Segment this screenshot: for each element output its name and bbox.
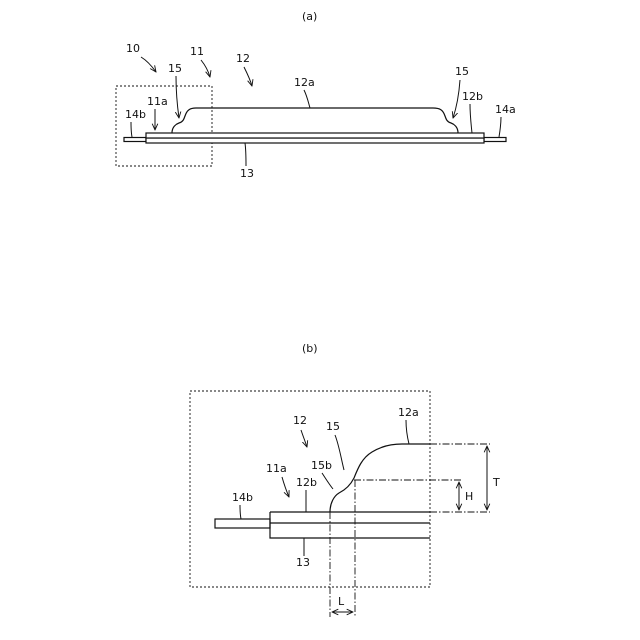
seal-film-a [146, 133, 484, 138]
leader-12a-b [406, 420, 409, 444]
label-15b: 15b [311, 459, 332, 472]
label-T: T [492, 476, 500, 489]
label-12a: 12a [294, 76, 315, 89]
arrow-15-left [176, 76, 179, 118]
leader-13 [245, 143, 246, 166]
label-12a-b: 12a [398, 406, 419, 419]
leader-12b [470, 104, 472, 133]
label-14b: 14b [125, 108, 146, 121]
bottom-film-a [146, 138, 484, 143]
label-15-right: 15 [455, 65, 469, 78]
label-13-b: 13 [296, 556, 310, 569]
label-11: 11 [190, 45, 204, 58]
label-12: 12 [236, 52, 250, 65]
label-15-b: 15 [326, 420, 340, 433]
label-14b-b: 14b [232, 491, 253, 504]
label-12b-b: 12b [296, 476, 317, 489]
tab-b [215, 519, 270, 528]
leader-14b [131, 122, 132, 137]
label-H: H [465, 490, 473, 503]
label-11a: 11a [147, 95, 168, 108]
arrow-10 [141, 57, 156, 72]
tab-left-a [124, 138, 146, 142]
figure-a: (a) 10 11 12 12a 15 15 11a 14b 12b 14a [116, 10, 516, 180]
label-15-left: 15 [168, 62, 182, 75]
caption-a: (a) [302, 10, 317, 23]
label-10: 10 [126, 42, 140, 55]
leader-14a [499, 117, 501, 137]
arrow-12 [244, 67, 252, 86]
leader-12a [304, 90, 310, 108]
leader-14b-b [240, 505, 241, 519]
caption-b: (b) [302, 342, 318, 355]
label-L: L [338, 595, 345, 608]
label-11a-b: 11a [266, 462, 287, 475]
arrow-12-b [301, 430, 307, 447]
arrow-15-right [453, 80, 460, 118]
film-outline-b [270, 512, 430, 538]
leader-15b [322, 473, 333, 489]
figure-b: (b) T H L 12 15 12a 15b 11a [190, 342, 500, 617]
label-14a: 14a [495, 103, 516, 116]
top-wall-a [172, 108, 458, 133]
label-13: 13 [240, 167, 254, 180]
arrow-11a-b [282, 477, 289, 497]
detail-box-b [190, 391, 430, 587]
label-12b: 12b [462, 90, 483, 103]
arrow-11 [201, 60, 210, 77]
tab-right-a [484, 138, 506, 142]
leader-15-b [335, 435, 344, 470]
label-12-b: 12 [293, 414, 307, 427]
top-wall-b [330, 444, 430, 512]
